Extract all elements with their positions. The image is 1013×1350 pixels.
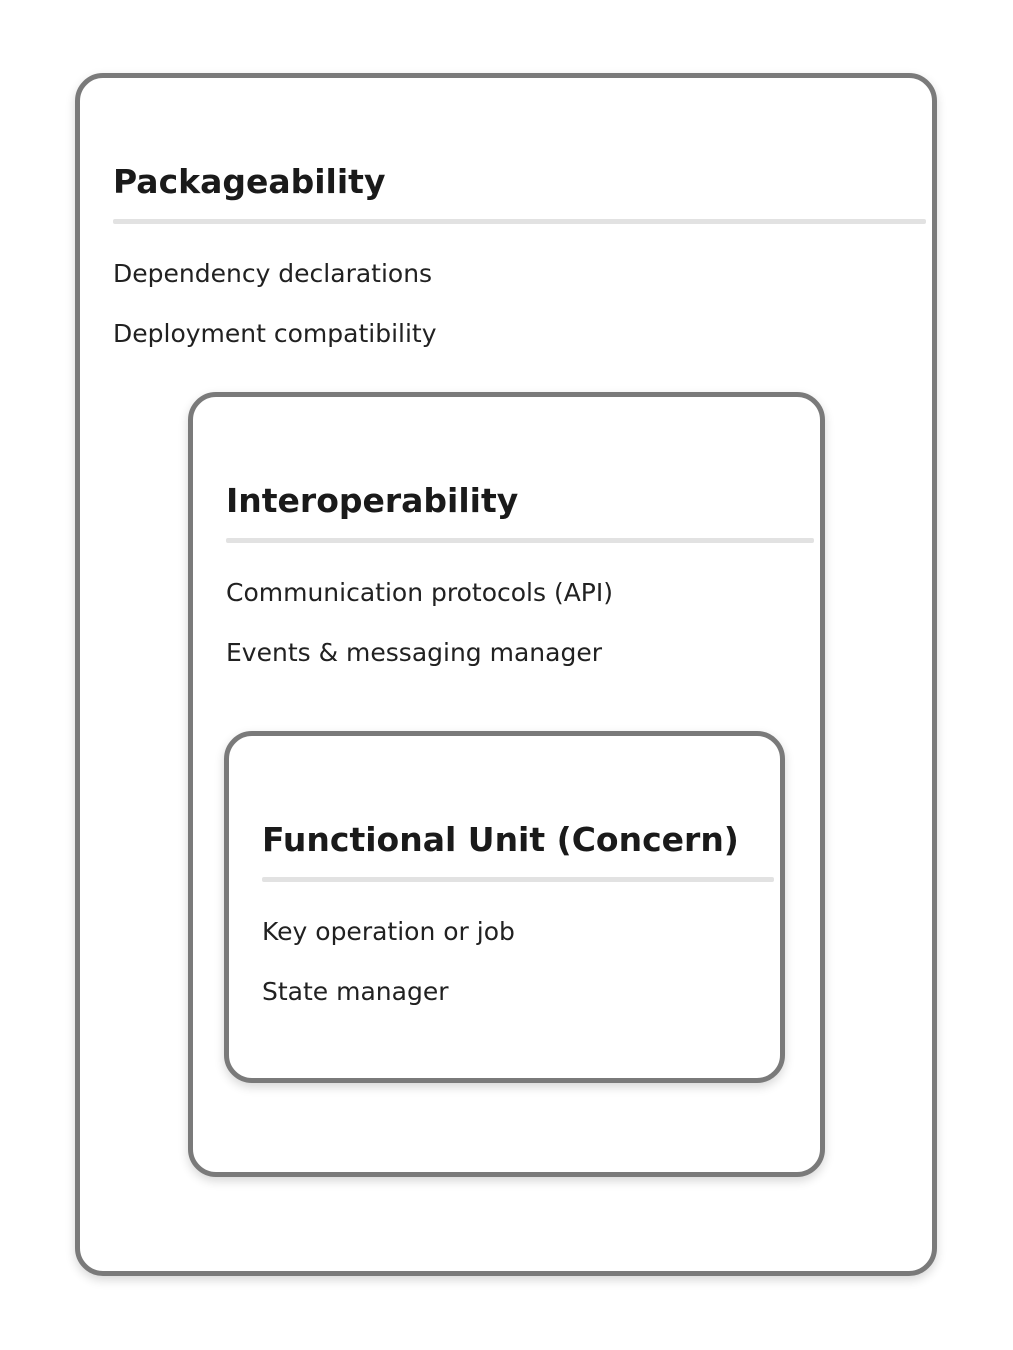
- list-item: Key operation or job: [262, 917, 515, 946]
- packageability-divider: [113, 219, 926, 224]
- functional-unit-box: Functional Unit (Concern) Key operation …: [224, 731, 785, 1083]
- interoperability-title: Interoperability: [226, 481, 519, 520]
- interoperability-box: Interoperability Communication protocols…: [188, 392, 825, 1177]
- list-item: Dependency declarations: [113, 259, 433, 288]
- list-item: State manager: [262, 977, 449, 1006]
- functional-unit-divider: [262, 877, 774, 882]
- functional-unit-title: Functional Unit (Concern): [262, 820, 739, 859]
- list-item: Events & messaging manager: [226, 638, 602, 667]
- packageability-title: Packageability: [113, 162, 386, 201]
- interoperability-divider: [226, 538, 814, 543]
- list-item: Deployment compatibility: [113, 319, 437, 348]
- list-item: Communication protocols (API): [226, 578, 613, 607]
- packageability-box: Packageability Dependency declarations D…: [75, 73, 937, 1276]
